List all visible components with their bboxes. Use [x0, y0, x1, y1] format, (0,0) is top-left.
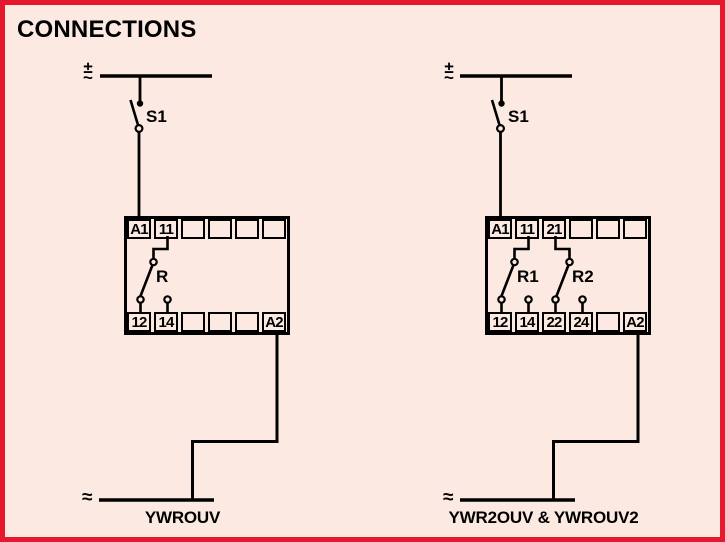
- switch-fixed-contact-dot: [136, 100, 144, 107]
- supply-dc-ac-symbol: ± ~: [441, 59, 457, 86]
- terminal-a2: A2: [262, 312, 286, 332]
- relay-label-r: R: [156, 267, 169, 286]
- terminal-empty: [208, 219, 232, 239]
- switch-pivot-circle: [134, 123, 144, 133]
- relay-box-ywr2ouv: A1 11 21 12 14 22 24 A2: [485, 216, 651, 335]
- terminal-a1: A1: [488, 219, 512, 239]
- diagram-caption-ywr2ouv: YWR2OUV & YWROUV2: [448, 508, 639, 527]
- terminal-empty: [623, 219, 647, 239]
- terminal-11: 11: [515, 219, 539, 239]
- terminal-row-bottom: 12 14 22 24 A2: [488, 312, 648, 332]
- terminal-empty: [569, 219, 593, 239]
- relay-box-ywrouv: A1 11 12 14 A2: [124, 216, 290, 335]
- plus-minus-sign: ±: [444, 58, 454, 77]
- terminal-empty: [262, 219, 286, 239]
- relay-label-r2: R2: [572, 267, 594, 286]
- terminal-empty: [596, 312, 620, 332]
- terminal-14: 14: [515, 312, 539, 332]
- terminal-empty: [181, 219, 205, 239]
- switch-s1-icon: [129, 99, 144, 133]
- terminal-empty: [596, 219, 620, 239]
- terminal-22: 22: [542, 312, 566, 332]
- terminal-11: 11: [154, 219, 178, 239]
- a2-return-wire: [191, 334, 279, 499]
- ac-symbol: ≈: [443, 487, 454, 508]
- terminal-12: 12: [127, 312, 151, 332]
- tilde-sign: ~: [83, 68, 93, 87]
- terminal-21: 21: [542, 219, 566, 239]
- terminal-empty: [208, 312, 232, 332]
- relay-label-r1: R1: [517, 267, 539, 286]
- switch-blade: [129, 99, 140, 126]
- switch-pivot-circle: [496, 123, 506, 133]
- switch-s1-icon: [490, 99, 506, 133]
- ac-symbol: ≈: [82, 487, 93, 508]
- page-title: CONNECTIONS: [17, 16, 197, 43]
- switch-label: S1: [508, 107, 529, 126]
- terminal-14: 14: [154, 312, 178, 332]
- terminal-row-bottom: 12 14 A2: [127, 312, 287, 332]
- a2-return-wire: [552, 334, 640, 499]
- tilde-sign: ~: [444, 68, 454, 87]
- terminal-a2: A2: [623, 312, 647, 332]
- switch-blade: [490, 99, 501, 126]
- terminal-a1: A1: [127, 219, 151, 239]
- diagram-caption-ywrouv: YWROUV: [144, 508, 221, 527]
- supply-dc-ac-symbol: ± ~: [80, 59, 96, 86]
- plus-minus-sign: ±: [83, 58, 93, 77]
- terminal-empty: [235, 312, 259, 332]
- switch-fixed-contact-dot: [498, 100, 505, 107]
- terminal-empty: [181, 312, 205, 332]
- switch-label: S1: [146, 107, 167, 126]
- terminal-row-top: A1 11: [127, 219, 287, 239]
- terminal-empty: [235, 219, 259, 239]
- terminal-row-top: A1 11 21: [488, 219, 648, 239]
- terminal-24: 24: [569, 312, 593, 332]
- terminal-12: 12: [488, 312, 512, 332]
